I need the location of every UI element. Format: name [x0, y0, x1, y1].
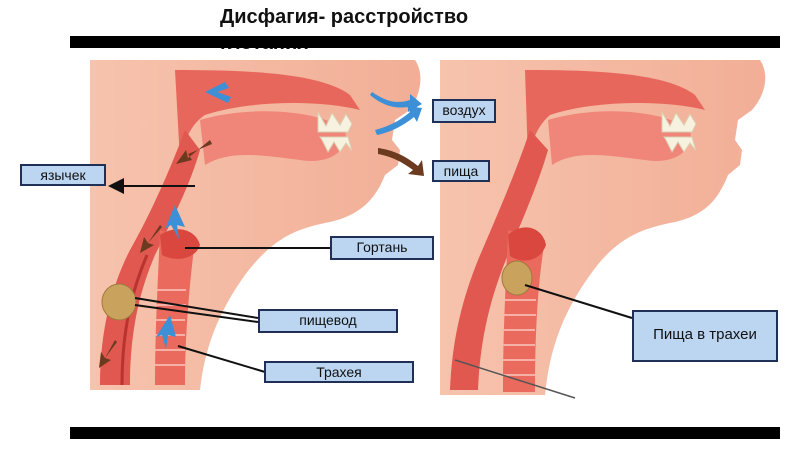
pointer-line	[454, 359, 576, 399]
air-arrow-icon	[165, 205, 185, 239]
label-food-in-trachea: Пища в трахеи	[632, 310, 778, 362]
right-head-profile	[440, 60, 766, 399]
food-arrow-icon	[176, 140, 212, 164]
label-uvula: язычек	[20, 164, 106, 186]
food-arrows	[99, 140, 424, 368]
label-food: пища	[432, 160, 490, 182]
food-arrow-icon	[140, 225, 162, 253]
air-arrow-icon	[205, 82, 231, 103]
food-in-trachea-connector	[524, 284, 633, 319]
food-arrow-icon	[99, 340, 117, 368]
top-divider-bar	[70, 36, 780, 48]
air-arrow-icon	[156, 315, 176, 349]
label-trachea: Трахея	[264, 361, 414, 383]
teeth-icon	[661, 110, 697, 154]
food-bolus-in-trachea	[501, 260, 533, 296]
air-arrows	[156, 82, 422, 349]
bottom-divider-bar	[70, 427, 780, 439]
food-arrow-icon	[378, 148, 424, 176]
air-arrow-icon	[375, 106, 422, 135]
left-head-profile	[90, 60, 421, 390]
esophagus-connector-2	[134, 304, 259, 323]
teeth-icon	[317, 110, 353, 154]
label-esophagus: пищевод	[258, 309, 398, 333]
trachea-rings	[503, 299, 536, 376]
food-bolus	[101, 283, 137, 321]
esophagus-connector	[134, 297, 259, 319]
label-larynx: Гортань	[330, 236, 434, 260]
label-air: воздух	[432, 99, 496, 123]
trachea-connector	[177, 345, 266, 373]
